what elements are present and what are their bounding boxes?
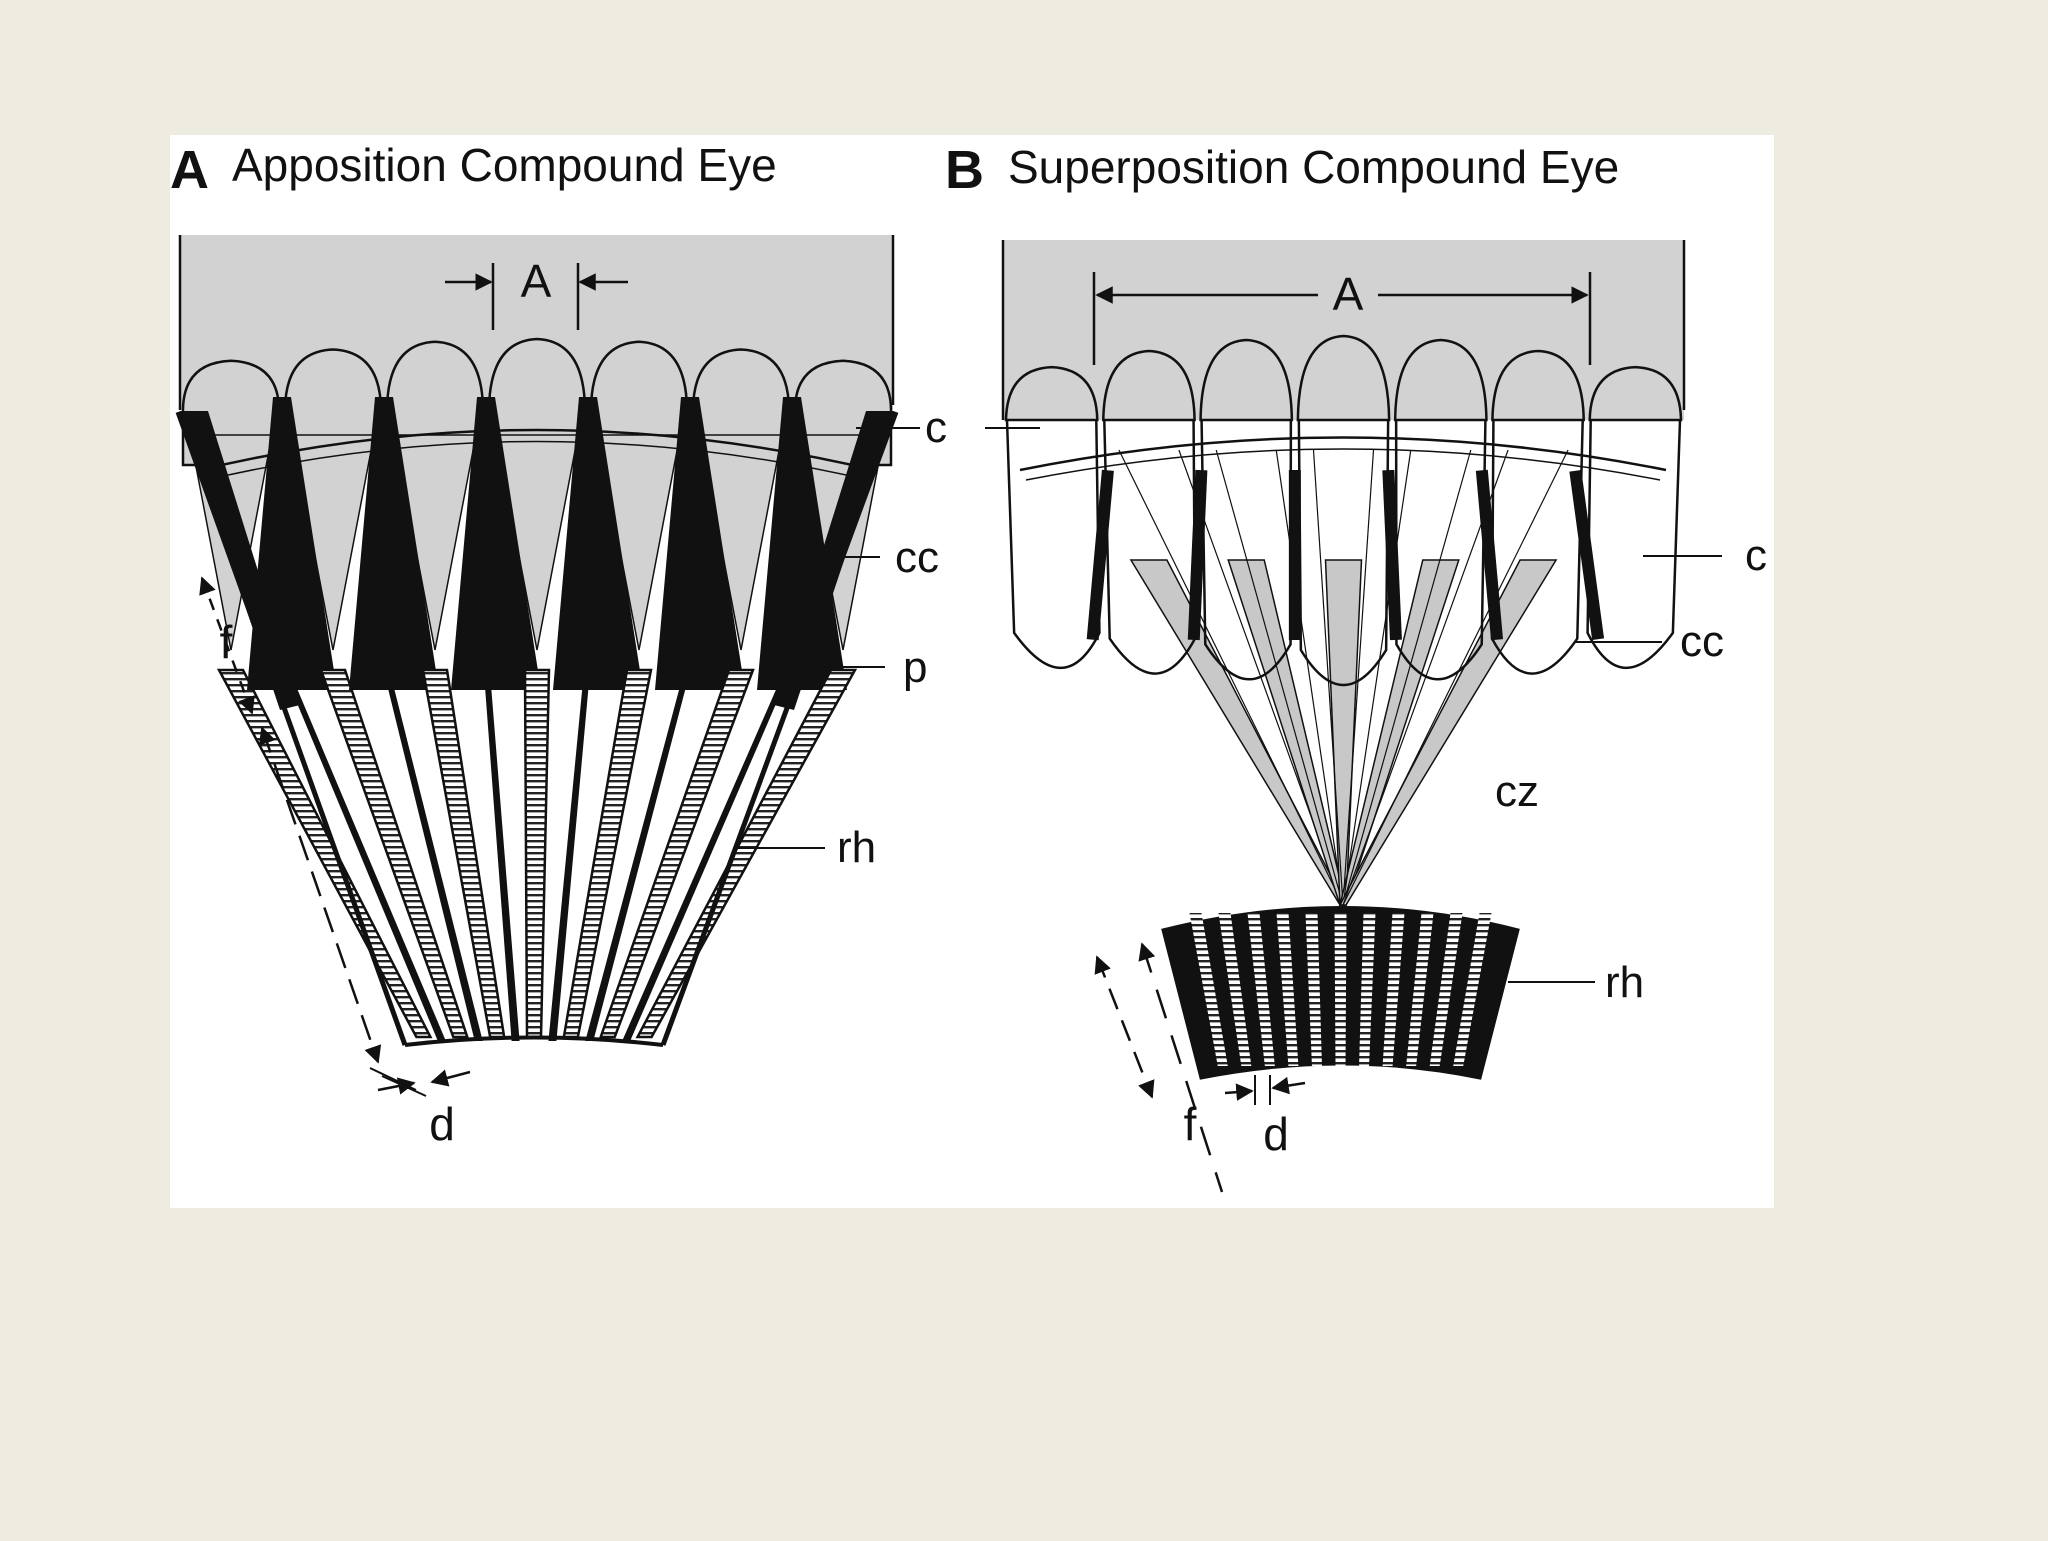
panel-a-retina-base bbox=[404, 1035, 664, 1047]
panel-b-rhabdom bbox=[1218, 913, 1252, 1066]
panel-a-rhabdom-diameter-label: d bbox=[429, 1098, 455, 1150]
panel-a-separator bbox=[585, 660, 693, 1041]
panel-a-rhabdom bbox=[635, 668, 858, 1039]
panel-b-clear-zone-label: cz bbox=[1495, 767, 1539, 816]
panel-a-pigment bbox=[349, 397, 439, 690]
panel-a-pigment bbox=[451, 397, 541, 690]
panel-b-corneal-lens bbox=[1004, 365, 1099, 422]
panel-a-pigment-label: p bbox=[903, 643, 927, 692]
panel-a-pigment-edge bbox=[180, 411, 300, 710]
panel-b-cone-label: cc bbox=[1680, 617, 1724, 666]
panel-a-letter: A bbox=[170, 140, 209, 200]
panel-b-corneal-lens bbox=[1199, 338, 1294, 422]
panel-b-corneal-lens bbox=[1491, 349, 1585, 422]
panel-b-pigment bbox=[1288, 470, 1301, 640]
panel-b-rhabdom bbox=[1334, 913, 1347, 1066]
panel-a-separator bbox=[483, 660, 520, 1041]
panel-b-crystalline-cone bbox=[1103, 419, 1197, 675]
panel-a-rhabdom bbox=[598, 668, 755, 1039]
panel-b: B Superposition Compound Eye A f d bbox=[945, 140, 1767, 1193]
panel-b-rhabdom bbox=[1305, 913, 1322, 1066]
panel-a-focal-label: f bbox=[220, 616, 233, 668]
panel-b-ray bbox=[1312, 449, 1344, 906]
panel-b-ray bbox=[1342, 449, 1412, 906]
panel-a-pigment-edge bbox=[774, 411, 894, 710]
panel-b-corneal-lens bbox=[1296, 334, 1391, 422]
panel-a-separator bbox=[548, 660, 591, 1041]
panel-b-retina bbox=[1161, 906, 1520, 1080]
panel-b-pigment bbox=[1569, 469, 1605, 641]
panel-b-crystalline-cone bbox=[1200, 419, 1293, 681]
panel-b-crystalline-cone bbox=[1490, 419, 1584, 675]
panel-b-pigment bbox=[1187, 469, 1208, 641]
panel-a-rhabdom-label: rh bbox=[837, 823, 876, 872]
panel-a-cornea-label: c bbox=[925, 403, 947, 452]
panel-b-aperture-label: A bbox=[1333, 268, 1364, 320]
panel-b-ray bbox=[1118, 449, 1344, 906]
panel-a-focal-dimension bbox=[199, 576, 255, 715]
panel-b-rhabdom-label: rh bbox=[1605, 958, 1644, 1007]
panel-b-rhabdom bbox=[1247, 913, 1275, 1066]
panel-b-pigment bbox=[1086, 469, 1114, 641]
panel-b-corneal-lens bbox=[1393, 338, 1488, 422]
panel-b-rhabdom bbox=[1429, 913, 1463, 1066]
panel-b-rhabdom bbox=[1189, 913, 1228, 1066]
panel-b-light-paths bbox=[1118, 449, 1569, 906]
panel-b-corneal-lens bbox=[1588, 365, 1683, 422]
panel-b-crystalline-cone bbox=[1297, 419, 1390, 687]
panel-b-rhabdom bbox=[1382, 913, 1405, 1066]
panel-b-rhabdom bbox=[1359, 913, 1376, 1066]
panel-a-title: Apposition Compound Eye bbox=[232, 139, 777, 191]
panel-b-pigment bbox=[1382, 469, 1402, 641]
panel-b-ray bbox=[1342, 449, 1569, 906]
panel-b-rhabdom bbox=[1406, 913, 1434, 1066]
panel-b-title: Superposition Compound Eye bbox=[1008, 141, 1619, 193]
panel-b-letter: B bbox=[945, 140, 984, 200]
panel-b-pigment bbox=[1475, 469, 1504, 641]
panel-b-cornea-line bbox=[1019, 436, 1667, 472]
panel-b-rhabdom-diameter-label: d bbox=[1263, 1108, 1289, 1160]
panel-b-rhabdom bbox=[1276, 913, 1299, 1066]
panel-b-focal-dimension bbox=[1094, 955, 1155, 1099]
panel-b-focal-label: f bbox=[1184, 1098, 1197, 1150]
panel-b-corneal-lens bbox=[1102, 349, 1196, 422]
panel-a-separator bbox=[622, 660, 795, 1041]
panel-b-crystalline-cone bbox=[1586, 419, 1682, 670]
panel-b-crystalline-cone bbox=[1394, 419, 1487, 681]
panel-b-ray bbox=[1342, 449, 1375, 906]
panel-a-pigment bbox=[553, 397, 643, 690]
panel-b-cornea-label: c bbox=[1745, 531, 1767, 580]
panel-a-rhabdom-length bbox=[258, 726, 382, 1064]
panel-b-rhabdom bbox=[1453, 913, 1492, 1066]
panel-a-aperture-label: A bbox=[521, 255, 552, 307]
panel-b-ommatidia bbox=[1004, 334, 1683, 687]
panel-a-ommatidia bbox=[180, 337, 894, 1041]
panel-a-separator bbox=[381, 660, 483, 1041]
panel-b-ray bbox=[1275, 449, 1344, 906]
panel-a-cone-label: cc bbox=[895, 533, 939, 582]
panel-a: A Apposition Compound Eye A f d bbox=[170, 139, 947, 1150]
panel-b-crystalline-cone bbox=[1005, 419, 1101, 670]
panel-a-pigment bbox=[655, 397, 745, 690]
panel-b-ray bbox=[1342, 449, 1472, 906]
panel-b-ray bbox=[1215, 449, 1344, 906]
panel-b-focal-length-line bbox=[1138, 942, 1224, 1193]
panel-a-cornea-line bbox=[199, 428, 875, 472]
